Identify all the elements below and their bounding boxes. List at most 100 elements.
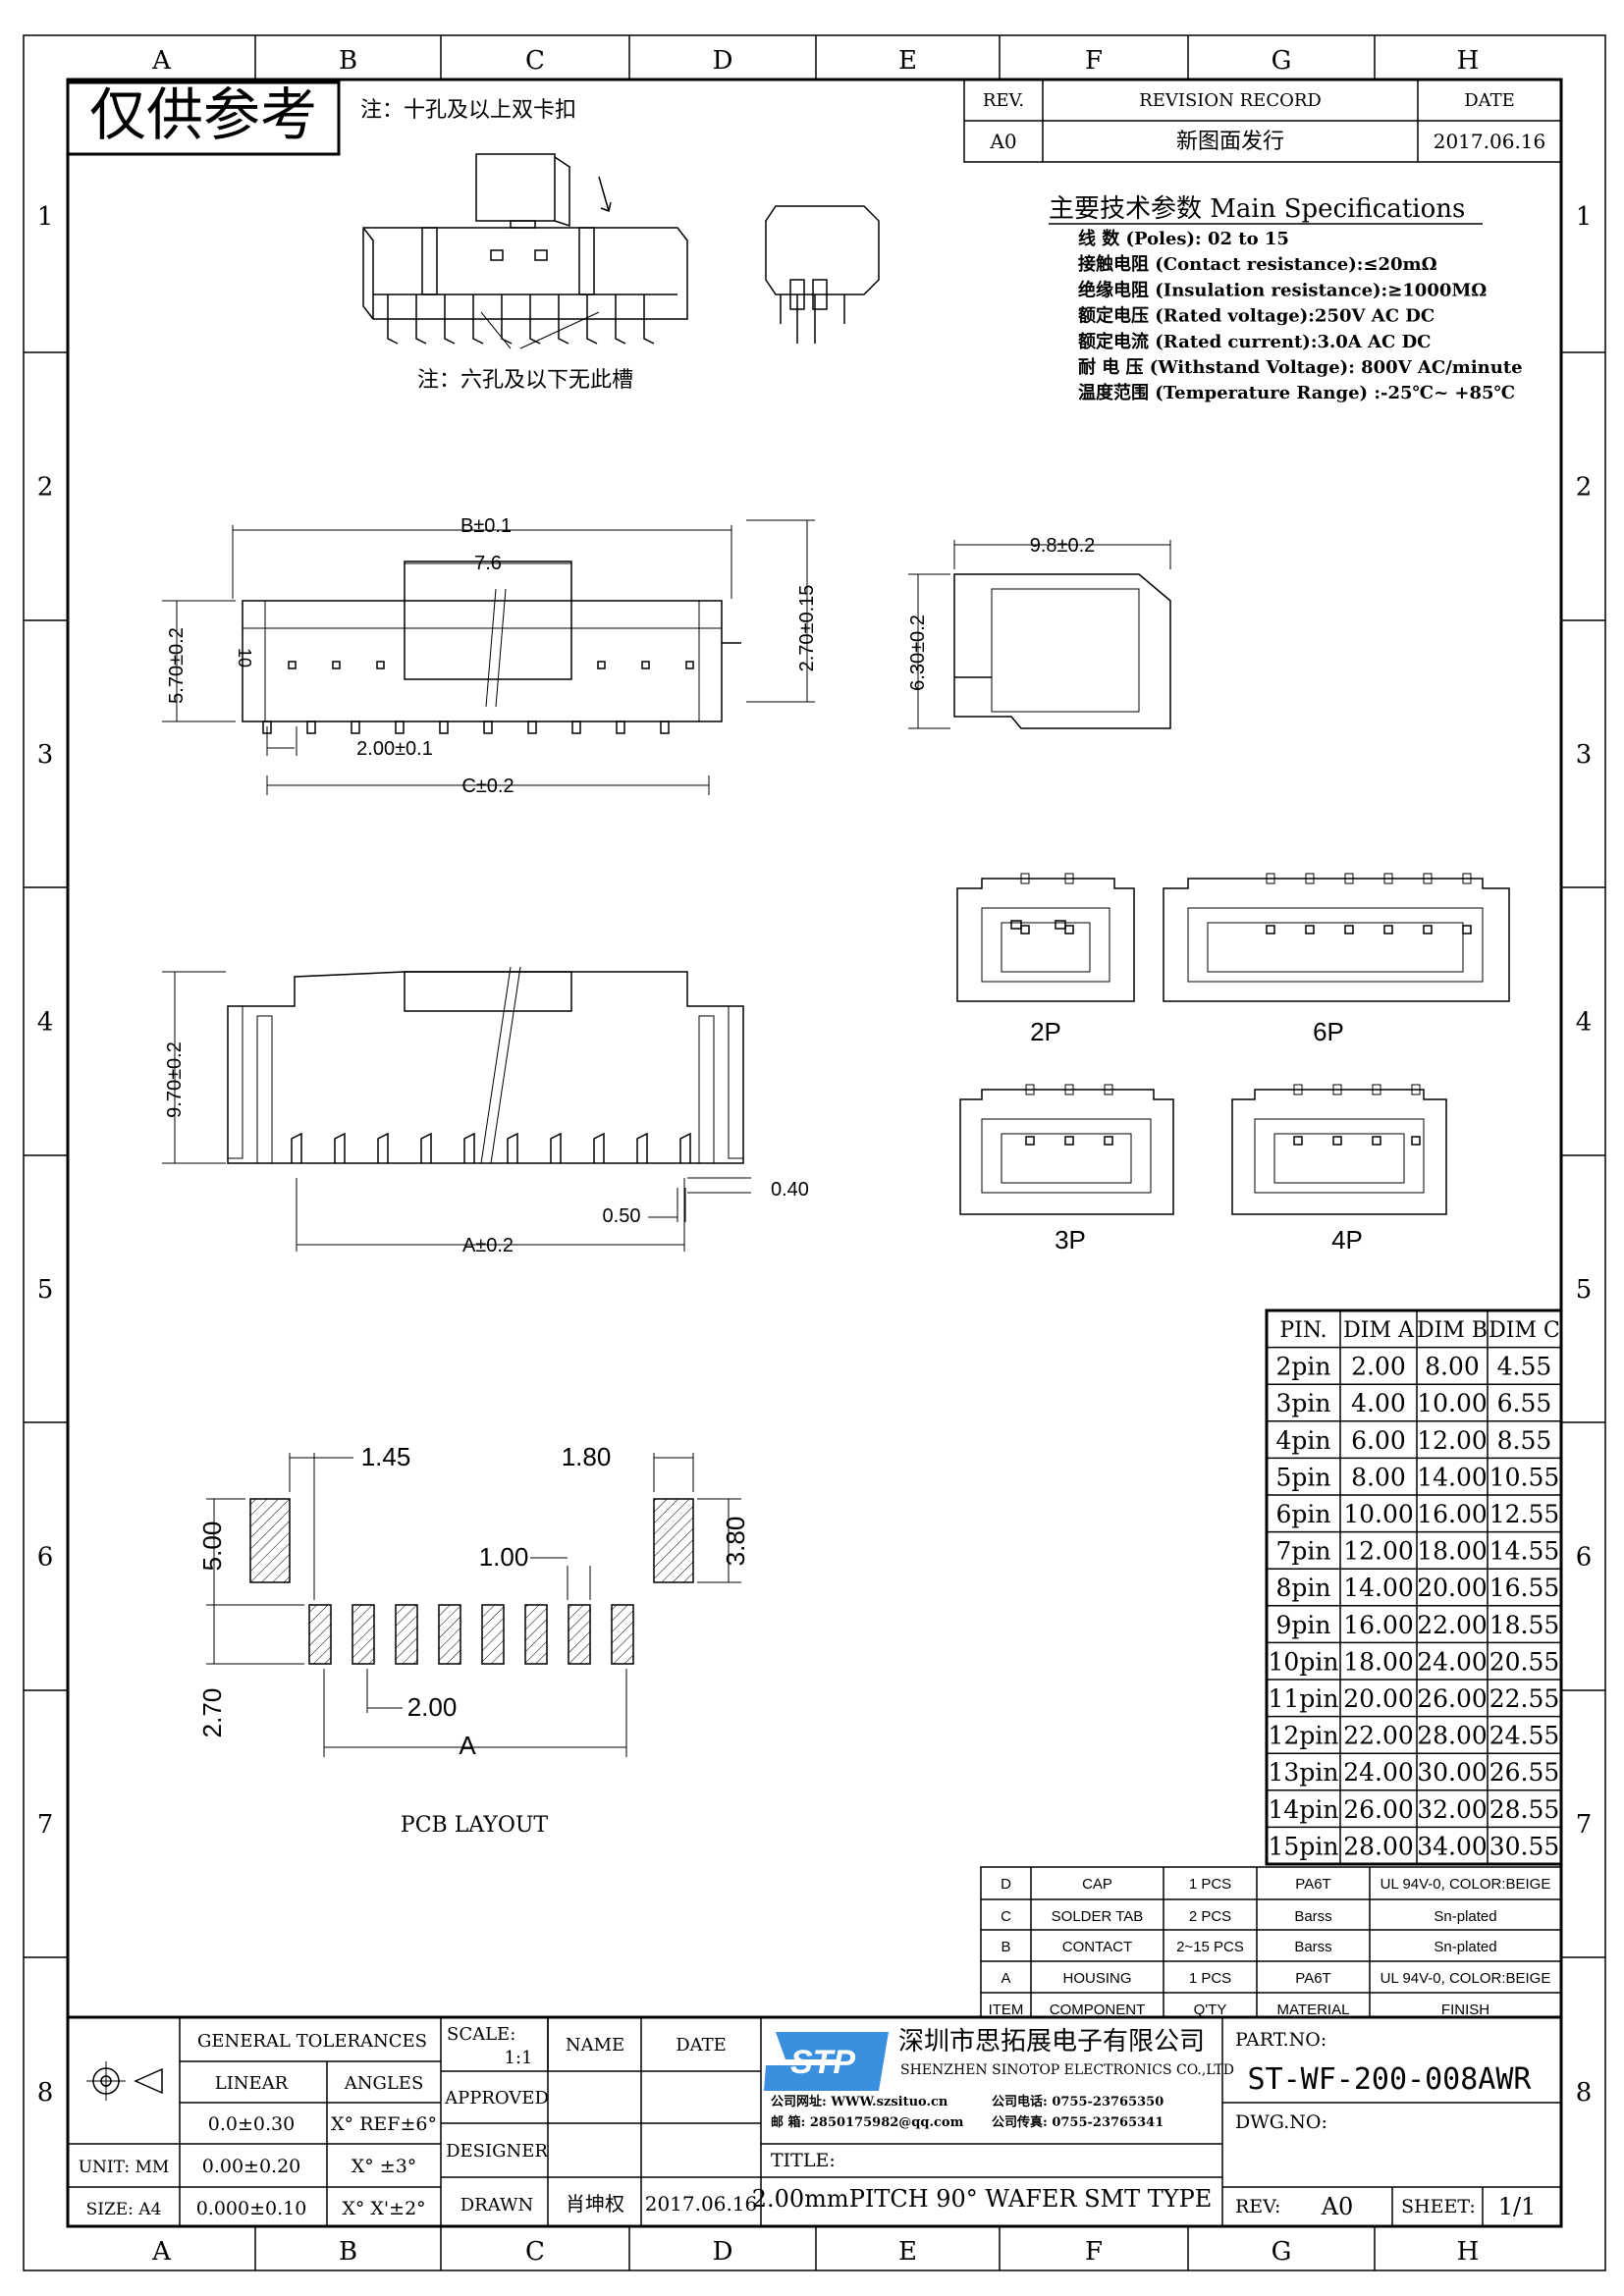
pcb-dim-a: A bbox=[459, 1731, 476, 1760]
company-phone: 公司电话: 0755-23765350 bbox=[992, 2094, 1164, 2109]
pcb-pad bbox=[524, 1604, 548, 1665]
tol-linear-2: 0.00±0.20 bbox=[202, 2156, 301, 2177]
dim-b: B±0.1 bbox=[460, 515, 512, 537]
dim-pin-gap: 0.50 bbox=[603, 1205, 641, 1227]
pin-table-cell: 4.00 bbox=[1351, 1389, 1406, 1417]
grid-column-label: F bbox=[1085, 2237, 1103, 2267]
pin-table-cell: 14.00 bbox=[1417, 1463, 1488, 1491]
grid-column-label: H bbox=[1457, 2237, 1480, 2267]
tol-linear-1: 0.0±0.30 bbox=[208, 2113, 295, 2135]
drawing-frame bbox=[23, 34, 1606, 2271]
grid-column-label: A bbox=[151, 46, 172, 76]
bom-cell: CONTACT bbox=[1062, 1939, 1132, 1955]
pin-table-cell: 30.00 bbox=[1417, 1758, 1488, 1787]
rev-header: REV. bbox=[983, 90, 1024, 111]
dim-pin-width: 0.40 bbox=[771, 1179, 809, 1201]
watermark-text: 仅供参考 bbox=[89, 81, 317, 148]
pin-table-cell: 14.55 bbox=[1489, 1537, 1560, 1566]
pin-table-cell: 7pin bbox=[1275, 1537, 1330, 1566]
pcb-dim-tab-height: 3.80 bbox=[721, 1517, 750, 1567]
variant-label-2p: 2P bbox=[1030, 1017, 1061, 1046]
designer-label: DESIGNER bbox=[446, 2141, 548, 2162]
drawing-title: 2.00mmPITCH 90° WAFER SMT TYPE bbox=[752, 2185, 1213, 2213]
pin-table-cell: 9pin bbox=[1275, 1611, 1330, 1639]
pcb-dim-pad-height: 2.70 bbox=[197, 1688, 227, 1738]
grid-column-label: A bbox=[151, 2237, 172, 2267]
company-name-cn: 深圳市思拓展电子有限公司 bbox=[898, 2027, 1205, 2056]
dim-pitch: 2.00±0.1 bbox=[356, 738, 433, 760]
bom-cell: HOUSING bbox=[1062, 1970, 1131, 1987]
date-header-tb: DATE bbox=[676, 2035, 727, 2056]
grid-column-label: E bbox=[898, 2237, 917, 2267]
pin-table-cell: 24.55 bbox=[1489, 1722, 1560, 1750]
pin-table-cell: 12.55 bbox=[1489, 1500, 1560, 1528]
grid-column-label: D bbox=[713, 2237, 733, 2267]
grid-column-label: E bbox=[898, 46, 917, 76]
pin-table-cell: 10.00 bbox=[1343, 1500, 1414, 1528]
iso-view-connector bbox=[362, 153, 688, 349]
company-name-en: SHENZHEN SINOTOP ELECTRONICS CO.,LTD bbox=[900, 2062, 1234, 2078]
spec-line: 绝缘电阻 (Insulation resistance):≥1000MΩ bbox=[1078, 279, 1487, 300]
spec-line: 线 数 (Poles): 02 to 15 bbox=[1078, 228, 1289, 249]
pcb-pad bbox=[395, 1604, 418, 1665]
dim-height-small: 2.70±0.15 bbox=[796, 585, 818, 672]
dim-a: A±0.2 bbox=[462, 1235, 514, 1256]
pin-table-cell: 28.55 bbox=[1489, 1795, 1560, 1824]
part-no-label: PART.NO: bbox=[1235, 2029, 1326, 2051]
grid-row-label: 5 bbox=[1576, 1275, 1593, 1305]
pcb-dim-pad-w: 1.00 bbox=[479, 1542, 529, 1572]
date-header: DATE bbox=[1464, 90, 1515, 111]
grid-row-label: 2 bbox=[37, 473, 54, 503]
dwg-no-label: DWG.NO: bbox=[1235, 2111, 1327, 2133]
pin-table-cell: 12.00 bbox=[1343, 1537, 1414, 1566]
spec-line: 额定电流 (Rated current):3.0A AC DC bbox=[1078, 331, 1432, 352]
grid-column-label: C bbox=[525, 2237, 545, 2267]
grid-row-label: 3 bbox=[1576, 740, 1593, 770]
pin-table-cell: 28.00 bbox=[1343, 1832, 1414, 1860]
variant-views: 2P 6P 3P 4P bbox=[956, 873, 1510, 1255]
pin-table-cell: 8.55 bbox=[1497, 1426, 1552, 1455]
drawn-name: 肖坤权 bbox=[566, 2192, 624, 2216]
pin-table-cell: 11pin bbox=[1269, 1684, 1339, 1713]
grid-row-label: 7 bbox=[37, 1810, 54, 1840]
dim-height: 5.70±0.2 bbox=[166, 627, 188, 704]
revision-date: 2017.06.16 bbox=[1434, 130, 1546, 153]
bom-cell: 1 PCS bbox=[1189, 1876, 1231, 1893]
pin-table-cell: 10pin bbox=[1269, 1647, 1339, 1676]
pin-table-cell: 10.55 bbox=[1489, 1463, 1560, 1491]
pin-table-cell: 16.00 bbox=[1343, 1611, 1414, 1639]
pin-table-cell: 20.55 bbox=[1489, 1647, 1560, 1676]
pin-table-header: DIM C bbox=[1489, 1318, 1560, 1343]
sheet-label: SHEET: bbox=[1401, 2196, 1476, 2217]
pin-table-cell: 8.00 bbox=[1425, 1353, 1480, 1381]
variant-label-4p: 4P bbox=[1331, 1225, 1363, 1255]
grid-column-label: B bbox=[339, 2237, 357, 2267]
spec-line: 温度范围 (Temperature Range) :-25℃~ +85℃ bbox=[1078, 382, 1515, 403]
pin-table-cell: 12pin bbox=[1269, 1722, 1339, 1750]
tol-angle-1: X° REF±6° bbox=[331, 2113, 437, 2135]
tol-angle-3: X° X'±2° bbox=[342, 2198, 425, 2219]
bom-cell: COMPONENT bbox=[1050, 2002, 1146, 2018]
pcb-dim-offset: 5.00 bbox=[197, 1522, 227, 1572]
grid-column-label: H bbox=[1457, 46, 1480, 76]
revision-description: 新图面发行 bbox=[1176, 130, 1284, 154]
specs-title: 主要技术参数 Main Specifications bbox=[1049, 194, 1465, 224]
bom-cell: Sn-plated bbox=[1434, 1939, 1496, 1955]
pin-table-cell: 2pin bbox=[1275, 1353, 1330, 1381]
variant-label-3p: 3P bbox=[1055, 1225, 1086, 1255]
grid-row-label: 1 bbox=[37, 202, 54, 232]
grid-column-label: G bbox=[1272, 2237, 1292, 2267]
scale-label: SCALE: bbox=[447, 2024, 515, 2045]
grid-row-label: 6 bbox=[1576, 1543, 1593, 1573]
grid-row-label: 1 bbox=[1576, 202, 1593, 232]
bom-cell: Barss bbox=[1294, 1939, 1331, 1955]
pin-table-cell: 4.55 bbox=[1497, 1353, 1552, 1381]
pin-table-cell: 8pin bbox=[1275, 1574, 1330, 1602]
bom-cell: A bbox=[1001, 1970, 1010, 1987]
pin-table-cell: 4pin bbox=[1275, 1426, 1330, 1455]
bom-cell: C bbox=[1001, 1908, 1011, 1925]
bom-cell: FINISH bbox=[1441, 2002, 1489, 2018]
